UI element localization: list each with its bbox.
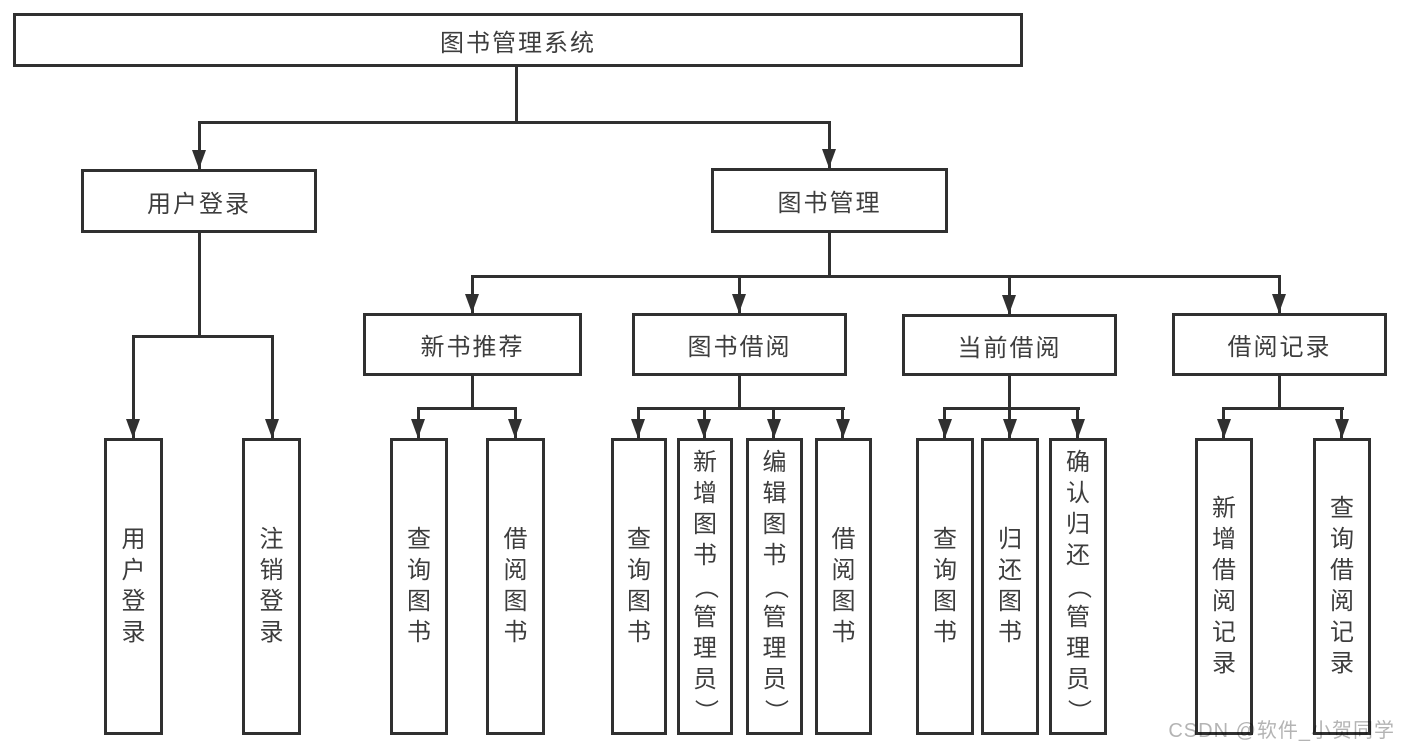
connector-line — [1278, 376, 1281, 410]
connector-line — [515, 67, 518, 124]
leaf-records-add-record-label: 新增借阅记录 — [1212, 495, 1236, 677]
leaf-current-return-books: 归还图书 — [981, 438, 1039, 735]
leaf-borrowing-edit-books-admin-label: 编辑图书（管理员） — [761, 448, 789, 723]
connector-line — [417, 407, 517, 410]
node-current-borrowing: 当前借阅 — [902, 314, 1117, 376]
arrowhead-down — [1003, 419, 1017, 438]
connector-line — [1222, 407, 1344, 410]
arrowhead-down — [1002, 295, 1016, 314]
leaf-newbook-borrow-books-label: 借阅图书 — [503, 526, 528, 646]
leaf-user-login: 用户登录 — [104, 438, 163, 735]
leaf-records-query-record: 查询借阅记录 — [1313, 438, 1371, 735]
leaf-current-confirm-return-admin: 确认归还（管理员） — [1049, 438, 1107, 735]
connector-line — [637, 407, 845, 410]
node-book-management: 图书管理 — [711, 168, 948, 233]
leaf-borrowing-add-books-admin: 新增图书（管理员） — [677, 438, 733, 735]
node-user-login: 用户登录 — [81, 169, 317, 233]
leaf-borrowing-borrow-books-label: 借阅图书 — [831, 526, 856, 646]
arrowhead-down — [1272, 294, 1286, 313]
leaf-logout-label: 注销登录 — [259, 526, 284, 646]
leaf-current-query-books-label: 查询图书 — [933, 526, 957, 646]
arrowhead-down — [1335, 419, 1349, 438]
leaf-borrowing-edit-books-admin: 编辑图书（管理员） — [746, 438, 803, 735]
leaf-records-add-record: 新增借阅记录 — [1195, 438, 1253, 735]
leaf-current-return-books-label: 归还图书 — [998, 526, 1022, 646]
node-book-borrowing: 图书借阅 — [632, 313, 847, 376]
leaf-current-confirm-return-admin-label: 确认归还（管理员） — [1065, 448, 1092, 723]
leaf-newbook-query-books: 查询图书 — [390, 438, 448, 735]
connector-line — [1008, 376, 1011, 410]
connector-line — [943, 407, 1080, 410]
leaf-borrowing-add-books-admin-label: 新增图书（管理员） — [692, 448, 719, 723]
arrowhead-down — [732, 294, 746, 313]
connector-line — [132, 335, 274, 338]
connector-line — [198, 121, 831, 124]
arrowhead-down — [631, 419, 645, 438]
connector-line — [271, 335, 274, 438]
arrowhead-down — [126, 419, 140, 438]
connector-line — [198, 233, 201, 338]
arrowhead-down — [508, 419, 522, 438]
leaf-borrowing-borrow-books: 借阅图书 — [815, 438, 872, 735]
connector-line — [828, 121, 831, 168]
connector-line — [1008, 275, 1011, 314]
arrowhead-down — [411, 419, 425, 438]
leaf-user-login-label: 用户登录 — [121, 526, 146, 646]
node-new-book-recommend: 新书推荐 — [363, 313, 582, 376]
leaf-records-query-record-label: 查询借阅记录 — [1330, 495, 1354, 677]
connector-line — [471, 376, 474, 410]
arrowhead-down — [938, 419, 952, 438]
node-borrowing-records: 借阅记录 — [1172, 313, 1387, 376]
leaf-borrowing-query-books-label: 查询图书 — [627, 526, 651, 646]
connector-line — [132, 335, 135, 438]
connector-line — [828, 233, 831, 278]
arrowhead-down — [822, 149, 836, 168]
leaf-newbook-query-books-label: 查询图书 — [407, 526, 431, 646]
connector-line — [471, 275, 1281, 278]
arrowhead-down — [192, 150, 206, 169]
arrowhead-down — [265, 419, 279, 438]
leaf-borrowing-query-books: 查询图书 — [611, 438, 667, 735]
arrowhead-down — [465, 294, 479, 313]
connector-line — [738, 376, 741, 410]
arrowhead-down — [767, 419, 781, 438]
arrowhead-down — [1071, 419, 1085, 438]
connector-line — [198, 121, 201, 169]
arrowhead-down — [836, 419, 850, 438]
leaf-current-query-books: 查询图书 — [916, 438, 974, 735]
watermark: CSDN @软件_小贺同学 — [1168, 720, 1395, 742]
leaf-newbook-borrow-books: 借阅图书 — [486, 438, 545, 735]
arrowhead-down — [1217, 419, 1231, 438]
arrowhead-down — [697, 419, 711, 438]
node-library-system: 图书管理系统 — [13, 13, 1023, 67]
leaf-logout: 注销登录 — [242, 438, 301, 735]
